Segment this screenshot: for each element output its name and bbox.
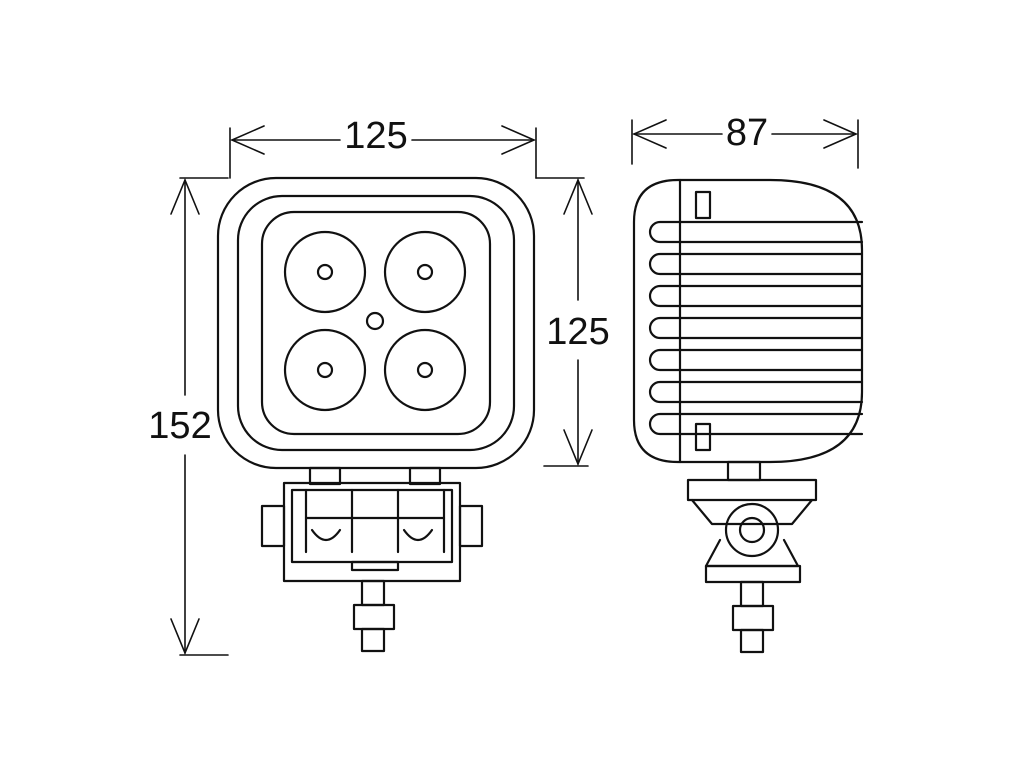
cooling-fin <box>648 220 864 244</box>
side-bracket-upright <box>690 498 814 526</box>
bracket-bolt-right <box>402 528 434 542</box>
front-lens-frame <box>260 210 492 436</box>
front-mount-tab-left <box>308 466 342 486</box>
front-housing-ring <box>236 194 516 452</box>
front-bracket <box>260 481 484 583</box>
side-pivot-bolt <box>724 502 780 558</box>
led-top-left-center-dot <box>316 263 334 281</box>
arrowhead-right <box>823 119 858 149</box>
led-top-right-center-dot <box>416 263 434 281</box>
led-array <box>283 230 467 412</box>
side-stud-tip <box>739 628 765 654</box>
side-view <box>632 178 864 654</box>
arrowhead-up <box>563 177 593 215</box>
side-stud-nut <box>731 604 775 632</box>
arrowhead-left <box>632 119 667 149</box>
front-view <box>216 176 536 653</box>
dimension-lines <box>170 119 859 656</box>
cooling-fin <box>648 252 864 276</box>
cooling-fin <box>648 412 864 436</box>
bracket-side-lug-right <box>458 504 484 548</box>
bracket-body <box>282 481 462 583</box>
led-bottom-left-center-dot <box>316 361 334 379</box>
led-bottom-right <box>383 328 467 412</box>
side-stud-neck <box>739 580 765 608</box>
led-top-left <box>283 230 367 314</box>
side-bracket-base <box>704 538 800 568</box>
stud-nut <box>352 603 396 631</box>
front-stud <box>352 579 396 653</box>
side-tab-bottom <box>694 422 712 452</box>
arrowhead-down <box>170 618 200 656</box>
side-bracket <box>686 460 818 584</box>
side-mount-tab <box>726 460 762 482</box>
cooling-fin <box>648 316 864 340</box>
arrowhead-up <box>170 177 200 215</box>
cooling-fin <box>648 380 864 404</box>
side-pivot-bolt-center <box>738 516 766 544</box>
dim-label-front-width: 125 <box>344 115 407 157</box>
led-bottom-left <box>283 328 367 412</box>
arrowhead-down <box>563 429 593 467</box>
side-housing-outline <box>632 178 864 464</box>
arrowhead-left <box>230 125 265 155</box>
stud-neck <box>360 579 386 607</box>
cooling-fins <box>648 220 864 436</box>
dim-label-housing-height: 125 <box>546 311 609 353</box>
side-bracket-plate <box>686 478 818 502</box>
side-tab-top <box>694 190 712 220</box>
side-bracket-foot <box>704 564 802 584</box>
side-stud <box>731 580 775 654</box>
bracket-side-lug-left <box>260 504 286 548</box>
cooling-fin <box>648 284 864 308</box>
bracket-bolt-left <box>310 528 342 542</box>
stud-tip <box>360 627 386 653</box>
front-housing-outer <box>216 176 536 470</box>
dim-label-overall-height: 152 <box>148 405 211 447</box>
front-mount-tab-right <box>408 466 442 486</box>
led-top-right <box>383 230 467 314</box>
cooling-fin <box>648 348 864 372</box>
arrowhead-right <box>501 125 536 155</box>
bracket-inner <box>290 488 454 564</box>
bracket-slot <box>350 560 400 572</box>
led-bottom-right-center-dot <box>416 361 434 379</box>
dim-label-side-depth: 87 <box>726 112 768 154</box>
center-sensor-dot <box>365 311 385 331</box>
